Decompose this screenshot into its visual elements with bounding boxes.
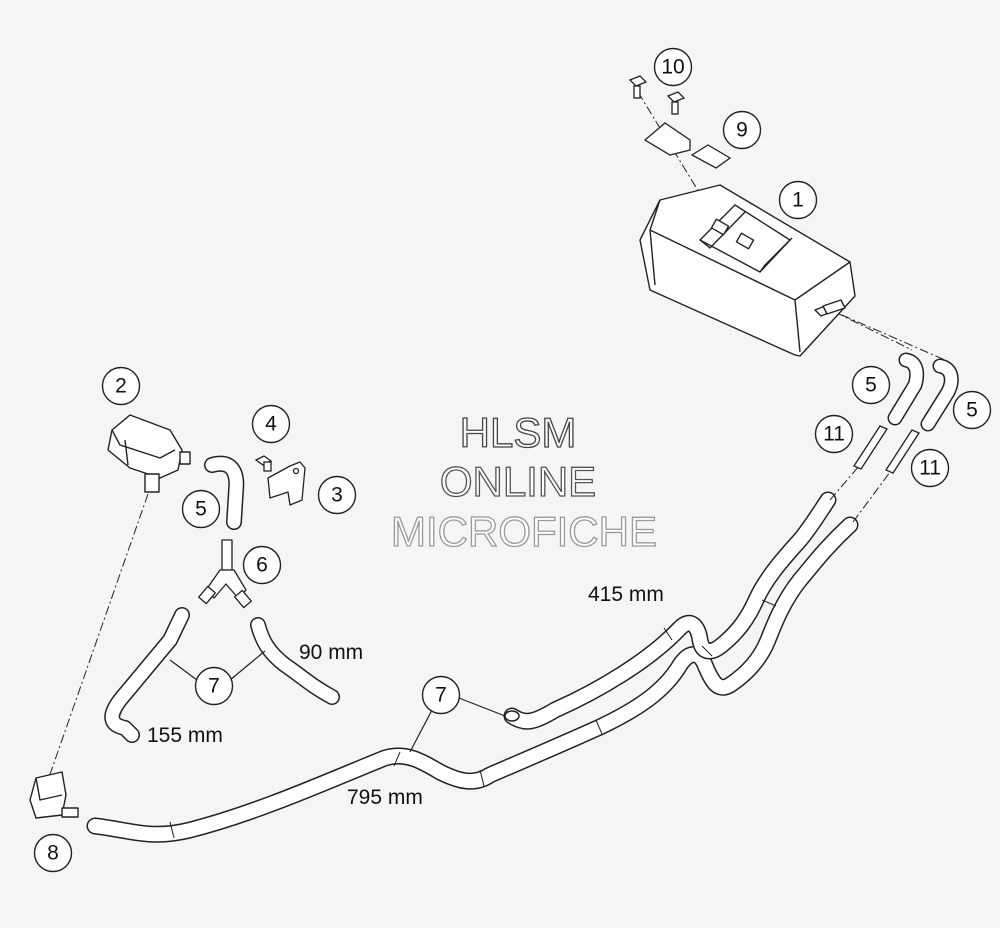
tube-connectors (853, 425, 920, 474)
canister (639, 184, 856, 357)
callout-number: 4 (265, 413, 277, 436)
callout-number: 5 (195, 498, 207, 521)
callout-number: 3 (331, 484, 343, 507)
callout-7-right: 7 (421, 675, 461, 715)
callout-11-right: 11 (910, 448, 950, 488)
watermark-line-1: HLSM (460, 409, 577, 456)
callout-1: 1 (778, 180, 818, 220)
callout-7-left: 7 (194, 666, 234, 706)
hose-155mm (104, 607, 190, 743)
callout-leaders (169, 650, 506, 753)
hose-bend-left (204, 455, 245, 530)
callout-8: 8 (33, 833, 73, 873)
callout-6: 6 (242, 545, 282, 585)
bracket (267, 461, 306, 506)
dimension-label-415mm: 415 mm (588, 583, 664, 606)
callout-number: 11 (823, 423, 845, 446)
watermark: HLSM ONLINE MICROFICHE (390, 408, 657, 555)
callout-5-right-a: 5 (851, 365, 891, 405)
callout-number: 6 (256, 554, 268, 577)
purge-valve (107, 414, 191, 493)
hose-section-marks (169, 599, 777, 839)
callout-4: 4 (251, 404, 291, 444)
dimension-label-795mm: 795 mm (347, 786, 423, 809)
hose-795mm (86, 516, 859, 843)
callout-number: 8 (47, 842, 59, 865)
y-fitting (198, 539, 252, 609)
hose-90mm (250, 617, 340, 705)
callout-number: 7 (208, 675, 220, 698)
callout-number: 5 (865, 374, 877, 397)
bolts (628, 75, 686, 115)
callout-9: 9 (722, 110, 762, 150)
callout-2: 2 (101, 366, 141, 406)
clips (643, 122, 732, 169)
hose-bend-right-a (887, 352, 925, 426)
callout-10: 10 (653, 47, 693, 87)
screw (254, 455, 273, 472)
callout-number: 5 (966, 399, 978, 422)
callout-number: 10 (661, 56, 684, 79)
watermark-line-2: ONLINE (440, 458, 596, 505)
hose-bend-right-b (920, 358, 959, 432)
callout-number: 2 (115, 375, 127, 398)
watermark-line-3: MICROFICHE (391, 508, 657, 555)
filter-connector (29, 771, 79, 819)
callout-number: 11 (919, 457, 941, 480)
callout-number: 1 (792, 189, 804, 212)
callout-3: 3 (317, 475, 357, 515)
callout-number: 7 (435, 684, 447, 707)
dimension-label-155mm: 155 mm (147, 724, 223, 747)
dimension-label-90mm: 90 mm (299, 641, 363, 664)
callout-number: 9 (736, 119, 748, 142)
callout-5-right-b: 5 (952, 390, 992, 430)
leader-lines (47, 91, 946, 781)
callout-11-left: 11 (814, 414, 854, 454)
callout-5-left: 5 (181, 489, 221, 529)
